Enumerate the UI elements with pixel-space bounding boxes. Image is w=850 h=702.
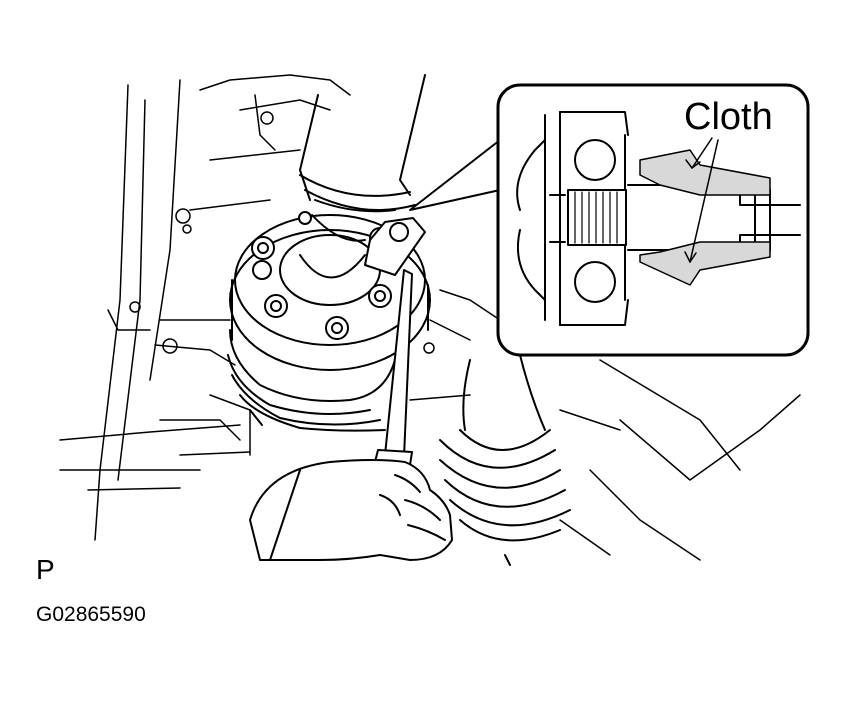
detail-inset (496, 83, 810, 357)
position-mark: P (36, 554, 55, 585)
callout-pointer (409, 139, 501, 211)
figure-code: G02865590 (36, 603, 146, 626)
socket-wrench (364, 217, 426, 466)
technician-hand (249, 459, 453, 561)
frame-bolts (129, 111, 435, 354)
cloth-callout-label: Cloth (684, 96, 773, 138)
drive-boot-right (439, 354, 571, 566)
drive-boot-left (227, 329, 396, 432)
drive-shaft (299, 74, 426, 242)
cloth-wrap-top (639, 149, 771, 196)
joint-flange (229, 214, 431, 371)
cloth-wrap-bottom (639, 241, 771, 286)
